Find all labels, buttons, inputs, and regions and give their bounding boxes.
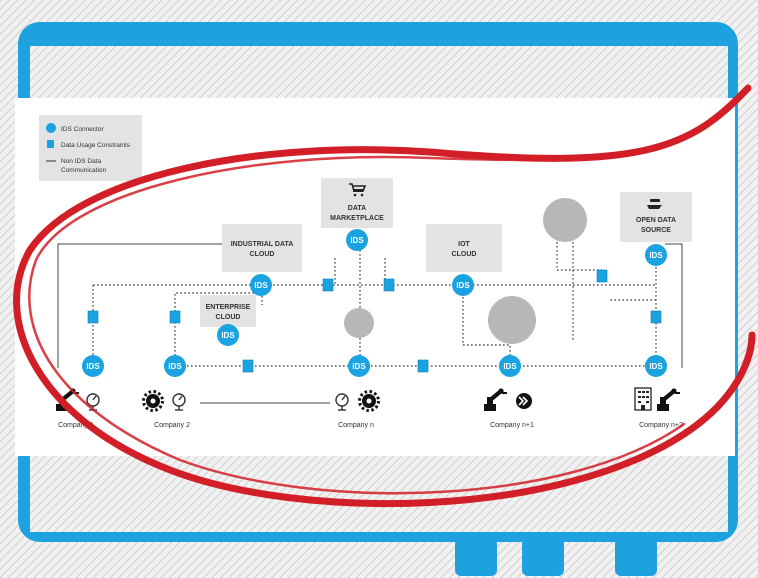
legend-connector-label: IDS Connector [61,126,104,133]
legend-ids-icon [46,123,56,133]
industrial-cloud-label-2: CLOUD [250,251,275,258]
company-2-icons: Company 2 [142,390,190,429]
monitor-foot [615,538,657,576]
marketplace-label-2: MARKETPLACE [330,215,384,222]
company-n1-icons: Company n+1 [484,388,534,429]
usage-constraint-icon [383,278,395,292]
gauge-icon [172,393,186,411]
ids-label: IDS [503,362,517,371]
legend-non-ids-label: Non IDS Data [61,158,101,165]
ids-label: IDS [254,281,268,290]
non-ids-node [488,296,536,344]
gauge-icon [335,393,349,411]
ids-connector-node: IDS [164,355,186,377]
ids-label: IDS [649,362,663,371]
company-n-icons: Company n [335,390,380,429]
usage-constraints [87,269,662,373]
robot-arm-icon [657,388,680,411]
ids-connector-node: IDS [82,355,104,377]
ids-connector-node: IDS [452,274,474,296]
non-ids-lines [57,243,683,404]
industrial-data-cloud-box: INDUSTRIAL DATA CLOUD [222,224,302,272]
usage-constraint-icon [169,310,181,324]
ids-label: IDS [168,362,182,371]
ids-label: IDS [352,362,366,371]
usage-constraint-icon [242,359,254,373]
ids-connector-node: IDS [346,229,368,251]
legend-non-ids-label-2: Communication [61,167,107,174]
ids-connector-node: IDS [499,355,521,377]
company-n1-label: Company n+1 [490,422,534,429]
monitor-foot [522,538,564,576]
ids-connector-node: IDS [217,324,239,346]
legend: IDS Connector Data Usage Constraints Non… [39,115,142,181]
open-data-source-box: OPEN DATA SOURCE [620,192,692,242]
forward-icon [516,393,532,409]
legend-usage-label: Data Usage Constraints [61,142,131,149]
ids-label: IDS [221,331,235,340]
building-icon [634,387,652,411]
ids-label: IDS [649,251,663,260]
usage-constraint-icon [417,359,429,373]
enterprise-cloud-label-2: CLOUD [216,314,241,321]
usage-constraint-icon [87,310,99,324]
iot-cloud-label: IOT [458,241,470,248]
robot-arm-icon [484,388,507,411]
legend-usage-icon [47,140,54,148]
iot-cloud-box: IOT CLOUD [426,224,502,272]
legend-box [39,115,142,181]
company-1-label: Company 1 [58,422,94,429]
company-n2-icons: Company n+2 [634,387,683,429]
gear-icon [142,390,164,412]
ids-label: IDS [86,362,100,371]
enterprise-cloud-label: ENTERPRISE [206,304,251,311]
gear-icon [358,390,380,412]
cart-icon [349,183,367,197]
ids-label: IDS [350,236,364,245]
ids-connector-node: IDS [645,244,667,266]
usage-constraint-icon [322,278,334,292]
marketplace-label: DATA [348,205,366,212]
non-ids-node [344,308,374,338]
ids-connector-node: IDS [348,355,370,377]
data-marketplace-box: DATA MARKETPLACE [321,178,393,228]
red-highlight-ellipse [13,84,756,508]
ship-icon [647,199,662,209]
monitor-foot [455,538,497,576]
ids-connections [92,238,657,367]
ids-label: IDS [456,281,470,290]
usage-constraint-icon [650,310,662,324]
non-ids-node [543,198,587,242]
usage-constraint-icon [596,269,608,283]
industrial-cloud-label: INDUSTRIAL DATA [231,241,294,248]
company-n-label: Company n [338,422,374,429]
open-data-label: OPEN DATA [636,217,676,224]
enterprise-cloud-box: ENTERPRISE CLOUD [200,295,256,327]
open-data-label-2: SOURCE [641,227,671,234]
company-n2-label: Company n+2 [639,422,683,429]
company-2-label: Company 2 [154,422,190,429]
iot-cloud-label-2: CLOUD [452,251,477,258]
ids-connectors: IDS IDS IDS IDS IDS IDS IDS IDS IDS IDS [82,229,667,377]
ids-connector-node: IDS [645,355,667,377]
ids-connector-node: IDS [250,274,272,296]
